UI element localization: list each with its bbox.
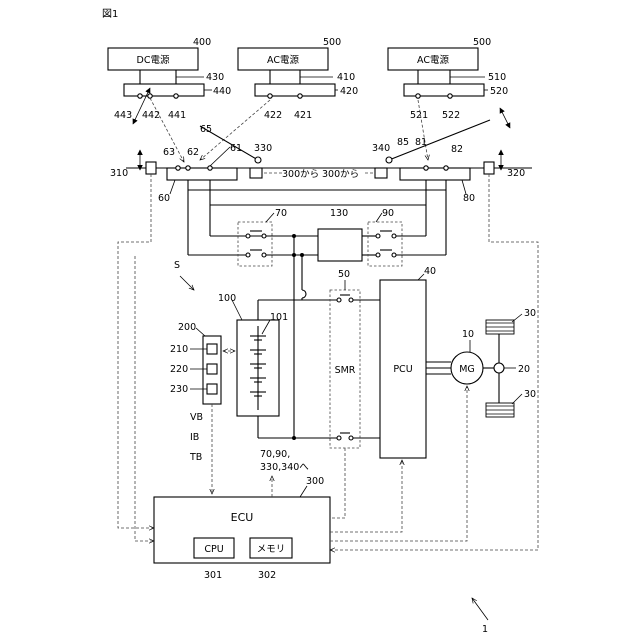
inlet-ref-80: 80 [463,193,475,204]
wheel-ref-top: 30 [524,308,536,319]
sensor-ref-220: 220 [170,364,188,375]
lock-ref-330: 330 [254,143,272,154]
system-main-relay: SMR 50 [330,269,360,448]
ac-pin-522: 522 [442,110,460,121]
figure-title: 図1 [102,8,118,20]
figure-ref-label: 1 [482,624,488,635]
relay-70: 70 [238,208,287,266]
dc-connector-ref: 440 [213,86,231,97]
ac-port-ref-b: 510 [488,72,506,83]
relay-90-ref: 90 [382,208,394,219]
left-inlet: 63 62 61 65 60 330 300から 310 [110,124,319,204]
lock-340-from: 300から [322,169,359,180]
cpu-label: CPU [204,544,223,555]
relay-90: 90 [368,208,402,266]
inlet-pin-85: 85 [397,137,409,148]
smr-label: SMR [335,365,356,376]
inlet-pin-82: 82 [451,144,463,155]
cpu-ref: 301 [204,570,222,581]
battery-cells-ref: 101 [270,312,288,323]
inlet-pin-63: 63 [163,147,175,158]
inlet-ref-60: 60 [158,193,170,204]
signal-IB: IB [190,432,199,443]
dc-power-ref: 400 [193,37,211,48]
smr-ref: 50 [338,269,350,280]
wheel-ref-bottom: 30 [524,389,536,400]
ecu: ECU 300 CPU 301 メモリ 302 70,90, 330,340へ [154,449,330,581]
converter-130: 130 [318,208,362,261]
converter-ref: 130 [330,208,348,219]
dc-pin-443: 443 [114,110,132,121]
figure-ref: 1 [472,598,488,635]
pcu-label: PCU [393,364,412,375]
sensor-ref-230: 230 [170,384,188,395]
sensor-ref-320: 320 [507,168,525,179]
ac-pin-521: 521 [410,110,428,121]
ac-power-label-b: AC電源 [417,55,449,66]
relay-70-ref: 70 [275,208,287,219]
signal-TB: TB [189,452,202,463]
dc-pin-441: 441 [168,110,186,121]
pcu-ref: 40 [424,266,436,277]
ac-power-source-410: AC電源 500 410 420 422 421 [200,37,358,160]
ac-port-ref-a: 410 [337,72,355,83]
lock-ref-340: 340 [372,143,390,154]
ac-pin-422: 422 [264,110,282,121]
ecu-label: ECU [231,511,254,524]
dc-power-label: DC電源 [137,55,170,66]
ac-pin-421: 421 [294,110,312,121]
sensor-ref-210: 210 [170,344,188,355]
ac-connector-ref-b: 520 [490,86,508,97]
memory-label: メモリ [257,544,286,555]
monitoring-unit: 200 210 220 230 VB IB TB [170,322,235,494]
dc-port-ref: 430 [206,72,224,83]
sensor-ref-310: 310 [110,168,128,179]
inlet-pin-62: 62 [187,147,199,158]
path-ref-S: S [174,260,180,271]
battery: 100 101 S [174,260,288,416]
shaft-ref: 20 [518,364,530,375]
ecu-output-text-2: 330,340へ [260,462,309,473]
ac-power-label-a: AC電源 [267,55,299,66]
lock-330-from: 300から [282,169,319,180]
signal-VB: VB [190,412,203,423]
inlet-pin-81: 81 [415,137,427,148]
ac-power-ref-a: 500 [323,37,341,48]
mg-ref: 10 [462,329,474,340]
memory-ref: 302 [258,570,276,581]
motor-generator: MG 10 30 20 30 [451,308,536,417]
ac-connector-ref-a: 420 [340,86,358,97]
ac-power-ref-b: 500 [473,37,491,48]
monitor-ref: 200 [178,322,196,333]
ecu-output-text-1: 70,90, [260,449,290,460]
power-control-unit: PCU 40 [380,266,451,458]
mg-label: MG [459,364,475,375]
ecu-ref: 300 [306,476,324,487]
dc-power-source: DC電源 400 430 440 443 442 441 [108,37,231,162]
